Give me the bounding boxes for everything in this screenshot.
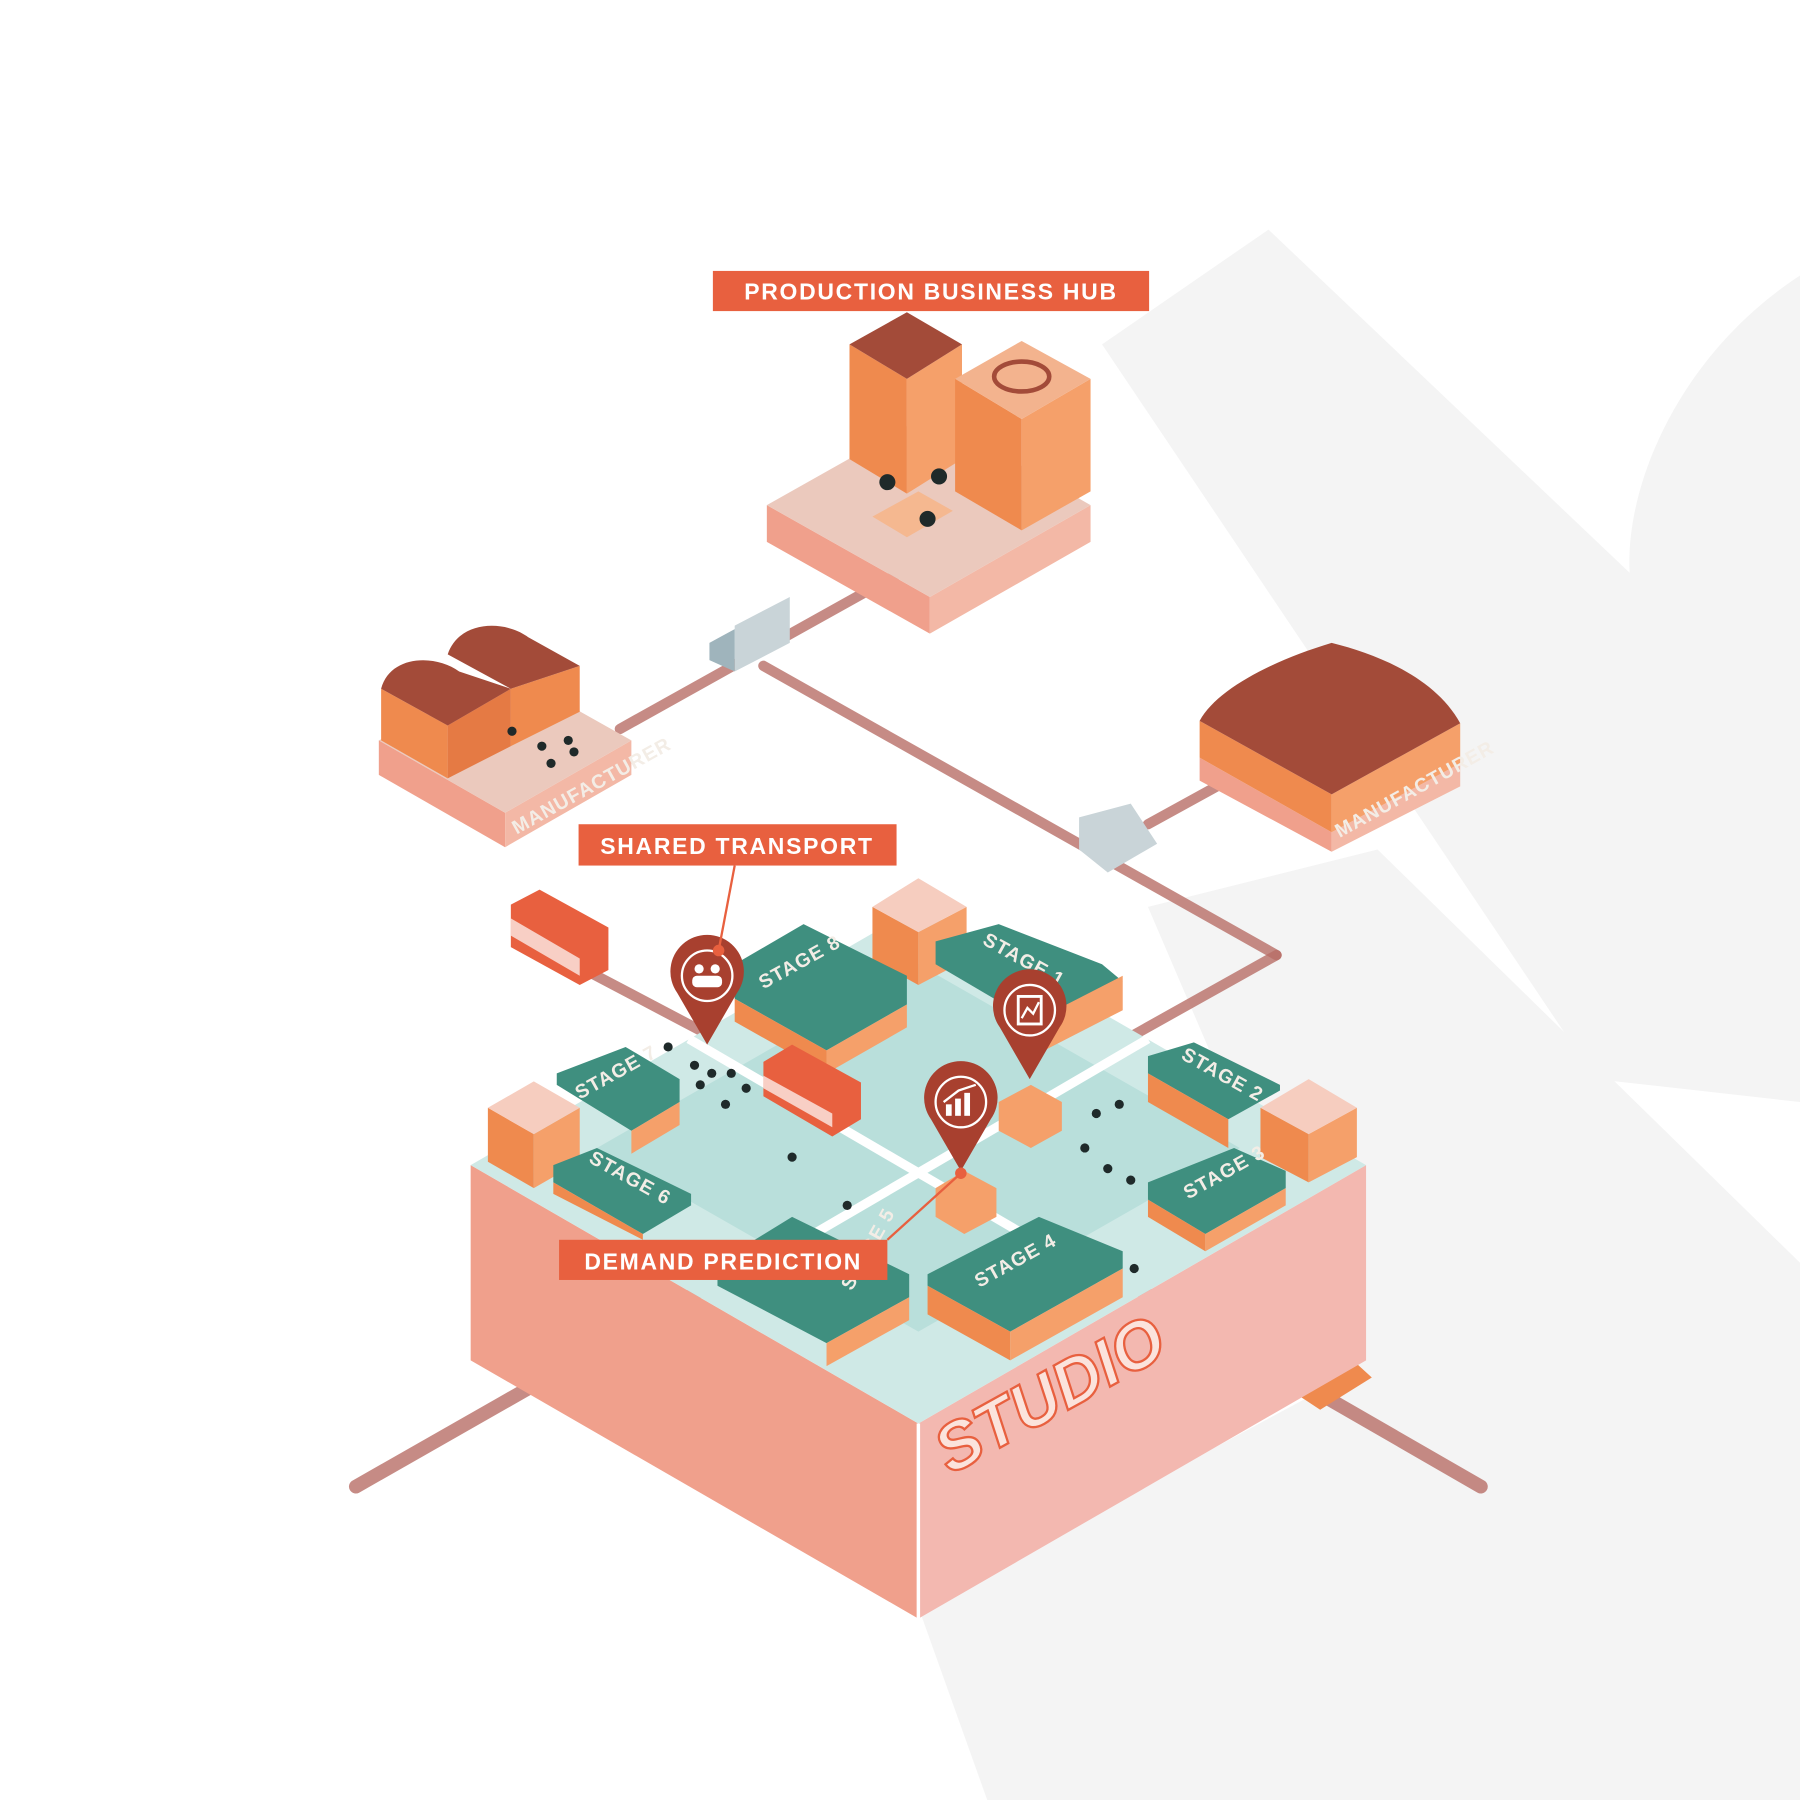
production-business-hub xyxy=(766,312,1091,634)
hub-label: PRODUCTION BUSINESS HUB xyxy=(712,270,1150,312)
background-shapes xyxy=(918,229,1800,1800)
people-crowd xyxy=(507,726,1139,1274)
truck-top xyxy=(709,596,790,672)
bus-top-left xyxy=(510,889,609,985)
transport-dot xyxy=(712,944,725,957)
leader-lines xyxy=(717,865,962,1241)
demand-prediction-label: DEMAND PREDICTION xyxy=(559,1239,888,1280)
hub-label-text: PRODUCTION BUSINESS HUB xyxy=(744,279,1118,305)
bus-studio xyxy=(763,1044,861,1137)
manufacturer-left: MANUFACTURER xyxy=(378,625,675,848)
chart-pin xyxy=(924,1061,998,1171)
clipboard-pin xyxy=(992,969,1067,1080)
shared-transport-label: SHARED TRANSPORT xyxy=(578,824,897,866)
svg-text:DEMAND PREDICTION: DEMAND PREDICTION xyxy=(584,1249,862,1275)
demand-dot xyxy=(955,1167,967,1179)
people-icon xyxy=(692,964,723,988)
stage-2: STAGE 2 xyxy=(1147,1042,1280,1148)
storage-cubes xyxy=(487,878,1357,1189)
clipboard-chart-icon xyxy=(1016,994,1043,1026)
truck-right xyxy=(1079,803,1158,873)
svg-text:SHARED TRANSPORT: SHARED TRANSPORT xyxy=(600,833,874,859)
people-pin xyxy=(670,934,744,1045)
stage-4: STAGE 4 xyxy=(927,1216,1123,1361)
box-stacks xyxy=(935,1084,1062,1235)
bar-chart-icon xyxy=(942,1083,977,1116)
